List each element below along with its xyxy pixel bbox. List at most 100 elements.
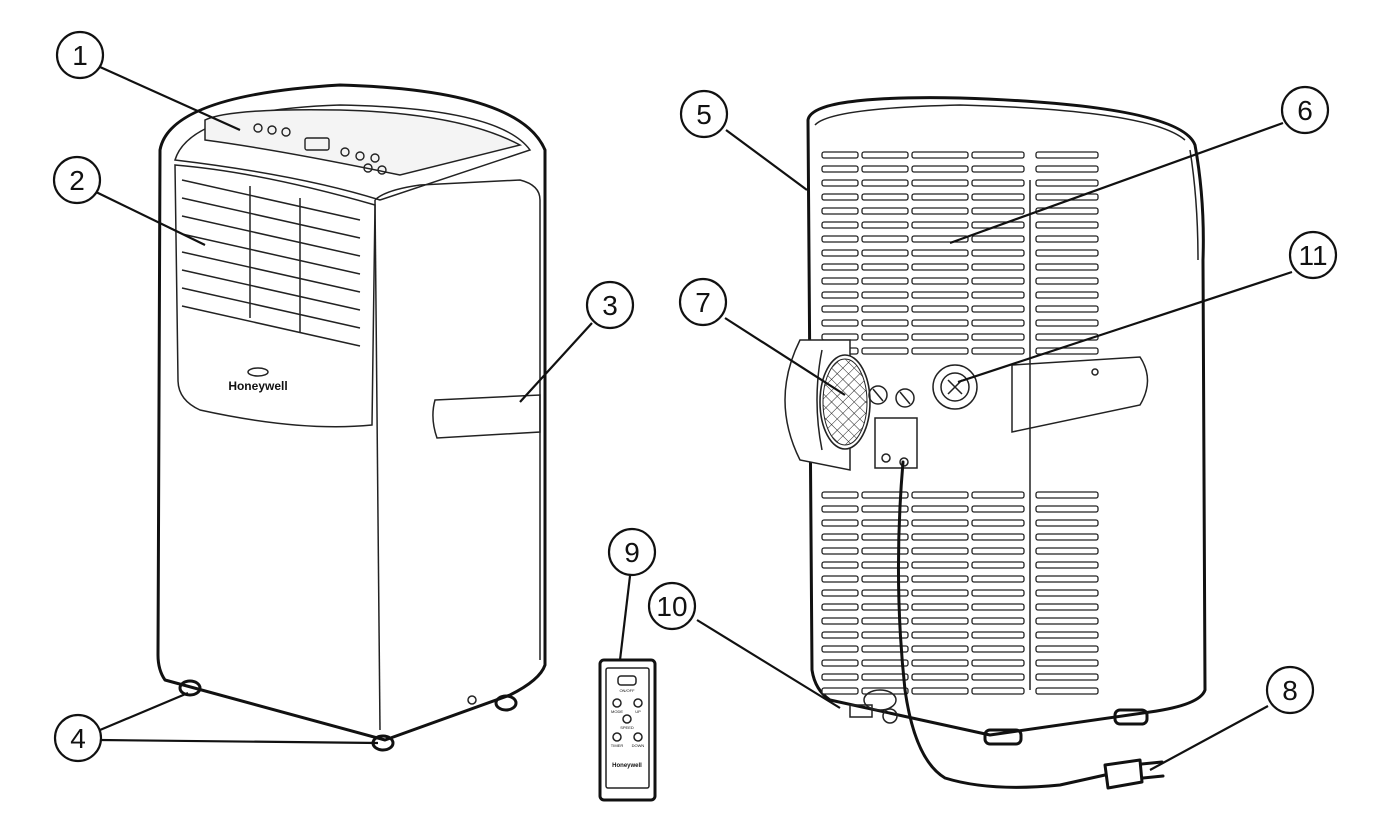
grille-slot [1035,561,1099,569]
callout-1: 1 [55,30,105,80]
callout-2: 2 [52,155,102,205]
grille-slot [971,207,1025,215]
callout-9-label: 9 [624,537,640,568]
rear-upper-grille [821,151,1099,355]
grille-slot [911,263,969,271]
grille-slot [821,277,859,285]
grille-slot [911,207,969,215]
grille-slot [911,617,969,625]
grille-slot [911,291,969,299]
grille-slot [971,165,1025,173]
remote-speed-label: SPEED [620,725,634,730]
grille-slot [1035,687,1099,695]
grille-slot [971,193,1025,201]
grille-slot [821,659,859,667]
grille-slot [1035,617,1099,625]
callout-10: 10 [647,581,697,631]
grille-slot [971,659,1025,667]
grille-slot [861,673,909,681]
grille-slot [911,491,969,499]
grille-slot [821,547,859,555]
callout-4: 4 [53,713,103,763]
grille-slot [911,305,969,313]
grille-slot [821,235,859,243]
grille-slot [971,687,1025,695]
grille-slot [861,505,909,513]
rear-unit [784,96,1207,790]
side-handle [432,394,541,439]
grille-slot [861,319,909,327]
grille-slot [1035,589,1099,597]
grille-slot [1035,645,1099,653]
grille-slot [821,575,859,583]
grille-slot [1035,319,1099,327]
callout-5: 5 [679,89,729,139]
grille-slot [861,277,909,285]
grille-slot [911,165,969,173]
grille-slot [911,589,969,597]
grille-slot [861,207,909,215]
grille-slot [971,263,1025,271]
grille-slot [971,505,1025,513]
grille-slot [861,235,909,243]
grille-slot [821,319,859,327]
power-plug [1103,758,1165,790]
grille-slot [1035,277,1099,285]
grille-slot [911,631,969,639]
grille-slot [1035,263,1099,271]
grille-slot [821,263,859,271]
grille-slot [911,249,969,257]
callout-11: 11 [1288,230,1338,280]
grille-slot [971,305,1025,313]
grille-slot [861,589,909,597]
front-grille [181,179,361,347]
grille-slot [1035,249,1099,257]
grille-slot [821,333,859,341]
grille-slot [861,179,909,187]
grille-slot [971,333,1025,341]
grille-slot [911,193,969,201]
grille-slot [861,193,909,201]
grille-slot [1035,547,1099,555]
callout-8-label: 8 [1282,675,1298,706]
grille-slot [971,533,1025,541]
grille-slot [971,347,1025,355]
grille-slot [1035,235,1099,243]
grille-slot [821,305,859,313]
grille-slot [861,347,909,355]
grille-slot [1035,291,1099,299]
callout-2-label: 2 [69,165,85,196]
grille-slot [821,617,859,625]
grille-slot [821,491,859,499]
grille-slot [971,547,1025,555]
grille-slot [861,645,909,653]
grille-slot [971,673,1025,681]
grille-slot [971,519,1025,527]
remote-mode-label: MODE [611,709,623,714]
rear-casters [983,708,1149,746]
grille-slot [821,193,859,201]
callout-6-label: 6 [1297,95,1313,126]
grille-slot [861,333,909,341]
grille-slot [911,645,969,653]
grille-slot [861,151,909,159]
remote-control: ON/OFF MODE UP SPEED TIMER DOWN Honeywel… [598,658,657,802]
callout-1-label: 1 [72,40,88,71]
grille-slot [821,687,859,695]
grille-slot [911,519,969,527]
grille-slot [911,687,969,695]
grille-slot [1035,165,1099,173]
grille-slot [911,151,969,159]
callout-10-label: 10 [656,591,687,622]
grille-slot [971,575,1025,583]
exhaust-port [784,339,871,471]
grille-slot [821,645,859,653]
grille-slot [911,333,969,341]
grille-slot [971,235,1025,243]
grille-slot [861,603,909,611]
grille-slot [861,305,909,313]
rear-lower-grille [821,491,1099,695]
grille-slot [821,165,859,173]
grille-slot [861,561,909,569]
grille-slot [971,589,1025,597]
